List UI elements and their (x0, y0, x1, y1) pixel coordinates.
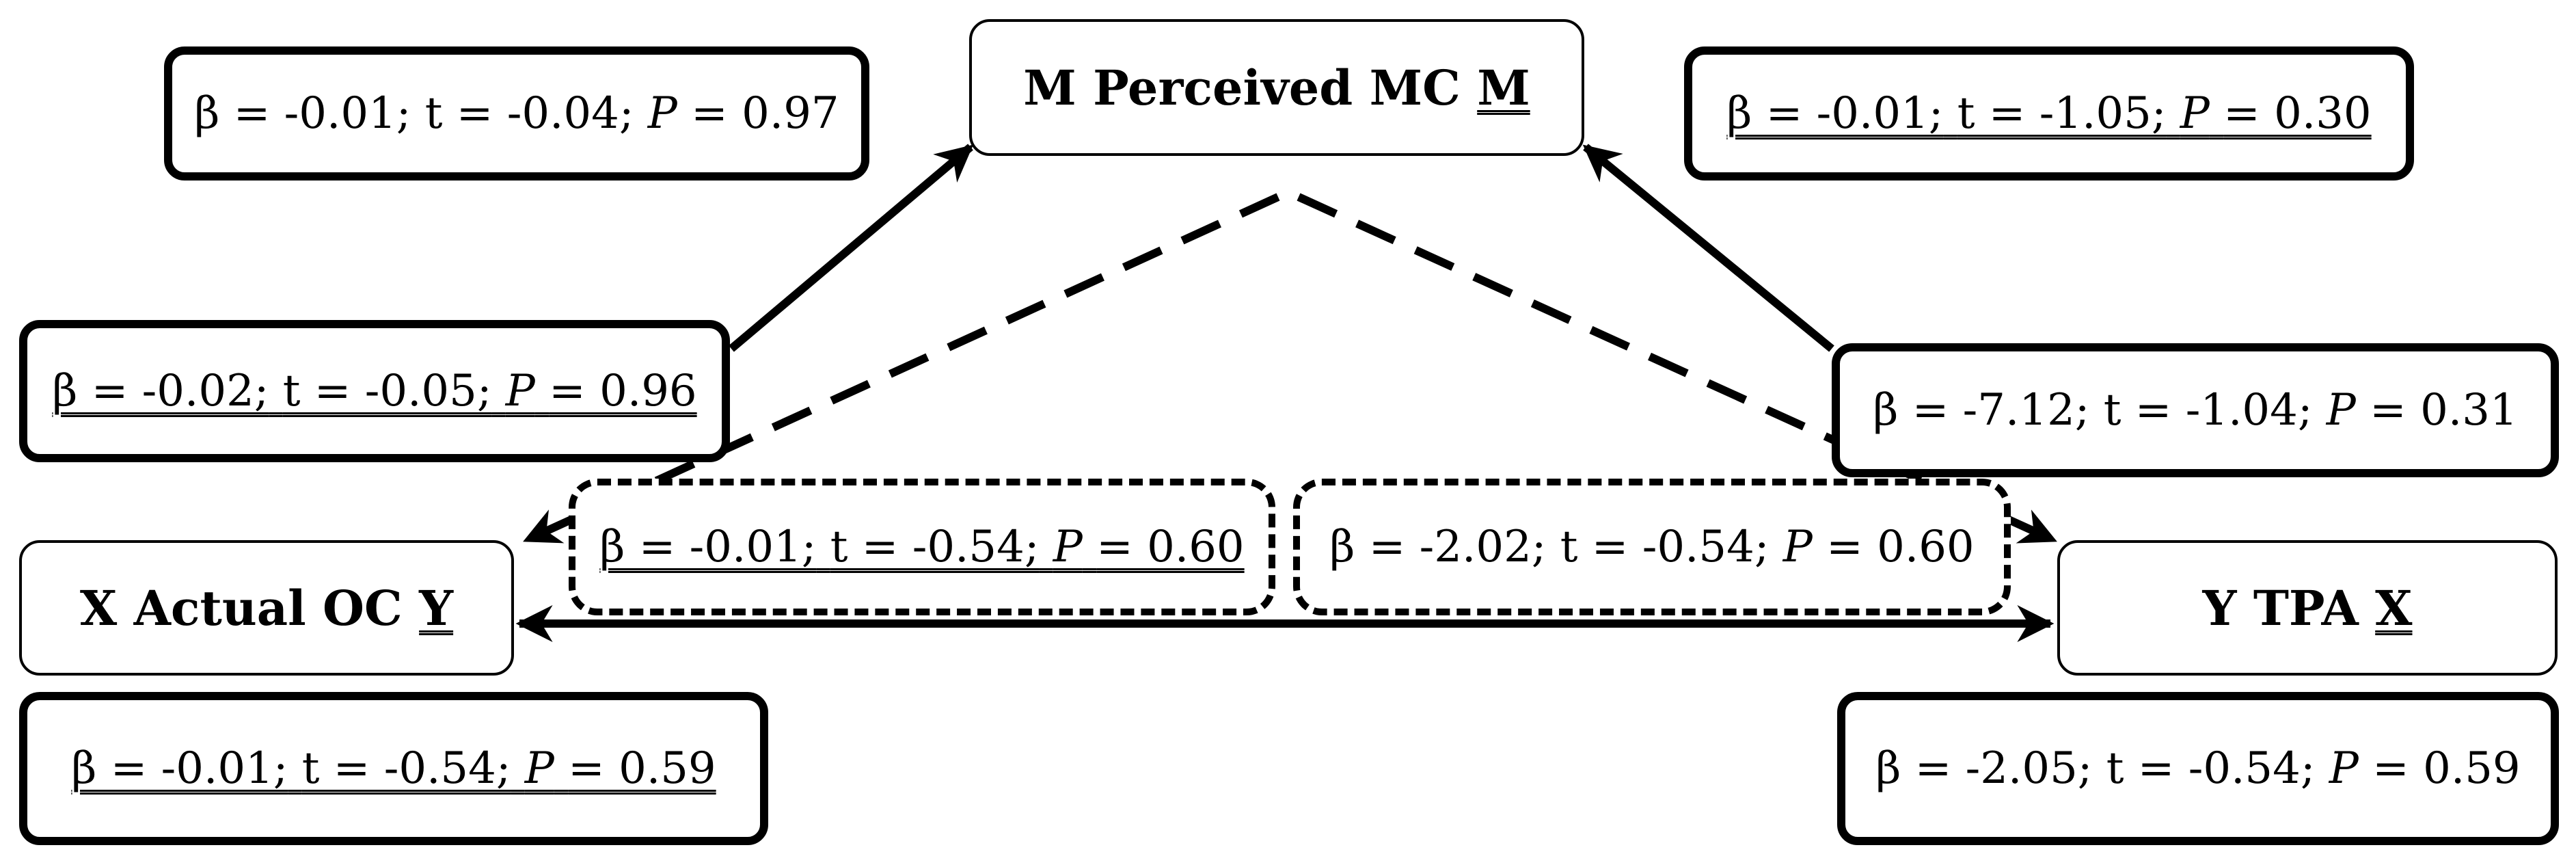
stat-text: β = -2.05; t = -0.54; P = 0.59 (1875, 743, 2521, 794)
stat-box-bottom-right: β = -2.05; t = -0.54; P = 0.59 (1837, 692, 2559, 845)
node-x-label: X Actual OC (79, 579, 403, 637)
node-m-perceived-mc: M Perceived MC M (969, 19, 1584, 156)
path-m-to-x-dashed-arrow (523, 193, 1280, 544)
node-m-letter: M (1477, 59, 1530, 116)
stat-box-mid-left: β = -0.02; t = -0.05; P = 0.96 (19, 320, 730, 462)
stat-box-center-left: β = -0.01; t = -0.54; P = 0.60 (569, 479, 1275, 615)
stat-box-top-right: β = -0.01; t = -1.05; P = 0.30 (1684, 46, 2414, 181)
stat-box-bottom-left: β = -0.01; t = -0.54; P = 0.59 (19, 692, 768, 845)
stat-box-center-right: β = -2.02; t = -0.54; P = 0.60 (1293, 479, 2011, 615)
node-y-label: Y TPA (2202, 579, 2359, 637)
path-x-to-m-arrow (729, 144, 974, 352)
stat-text: β = -7.12; t = -1.04; P = 0.31 (1873, 385, 2518, 436)
stat-box-top-left: β = -0.01; t = -0.04; P = 0.97 (164, 46, 869, 181)
path-y-to-m-arrow (1582, 144, 1834, 352)
node-x-actual-oc: X Actual OC Y (19, 540, 514, 676)
node-y-letter: X (2375, 579, 2413, 637)
stat-text: β = -0.01; t = -0.04; P = 0.97 (194, 88, 839, 139)
path-m-to-y-dashed-arrow (1297, 193, 2057, 544)
stat-text: β = -0.02; t = -0.05; P = 0.96 (52, 366, 697, 416)
node-y-tpa: Y TPA X (2057, 540, 2558, 676)
node-m-label: M Perceived MC (1023, 59, 1461, 116)
node-x-letter: Y (419, 579, 454, 637)
stat-text: β = -0.01; t = -0.54; P = 0.59 (71, 743, 716, 794)
stat-text: β = -0.01; t = -1.05; P = 0.30 (1726, 88, 2372, 139)
stat-text: β = -0.01; t = -0.54; P = 0.60 (599, 522, 1245, 572)
stat-text: β = -2.02; t = -0.54; P = 0.60 (1329, 522, 1975, 572)
stat-box-mid-right: β = -7.12; t = -1.04; P = 0.31 (1832, 343, 2559, 477)
